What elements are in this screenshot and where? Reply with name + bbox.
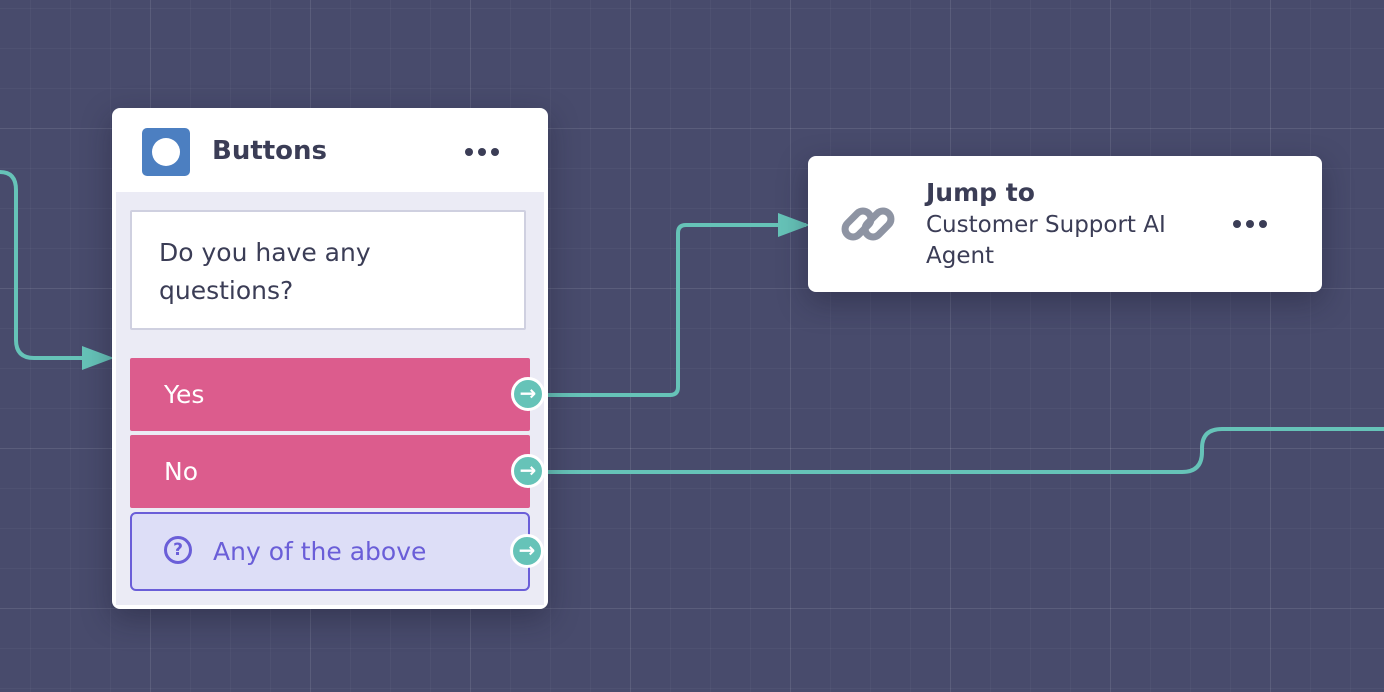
message-box[interactable]: Do you have any questions?	[130, 210, 526, 330]
output-port-yes[interactable]: →	[511, 377, 545, 411]
buttons-node[interactable]: Buttons Do you have any questions? Yes N…	[112, 108, 548, 609]
choice-button-yes[interactable]: Yes	[130, 358, 530, 431]
arrow-right-icon: →	[518, 538, 536, 562]
arrow-head-jump	[778, 213, 810, 237]
more-options-icon[interactable]	[465, 148, 499, 156]
arrow-head-incoming	[82, 346, 114, 370]
connector-yes	[545, 223, 806, 397]
choice-button-no[interactable]: No	[130, 435, 530, 508]
arrow-right-icon: →	[519, 458, 537, 482]
choice-label: Yes	[164, 380, 205, 409]
choice-label: Any of the above	[213, 537, 427, 566]
node-title: Buttons	[212, 136, 328, 166]
buttons-node-header[interactable]: Buttons	[112, 108, 548, 192]
buttons-node-body: Do you have any questions? Yes No ? Any …	[116, 192, 544, 605]
arrow-right-icon: →	[519, 381, 537, 405]
question-circle-icon: ?	[164, 536, 192, 564]
output-port-no[interactable]: →	[511, 454, 545, 488]
connector-incoming	[0, 170, 108, 360]
output-port-any-of-the-above[interactable]: →	[510, 534, 544, 568]
choice-button-any-of-the-above[interactable]: ? Any of the above	[130, 512, 530, 591]
link-icon	[841, 207, 895, 241]
node-title: Jump to	[926, 178, 1035, 207]
jump-to-node[interactable]: Jump to Customer Support AI Agent	[808, 156, 1322, 292]
circle-icon	[142, 128, 190, 176]
jump-target-label: Customer Support AI Agent	[926, 212, 1166, 269]
choice-label: No	[164, 457, 198, 486]
more-options-icon[interactable]	[1233, 220, 1267, 228]
message-text: Do you have any questions?	[159, 238, 371, 305]
connector-no	[545, 427, 1384, 474]
